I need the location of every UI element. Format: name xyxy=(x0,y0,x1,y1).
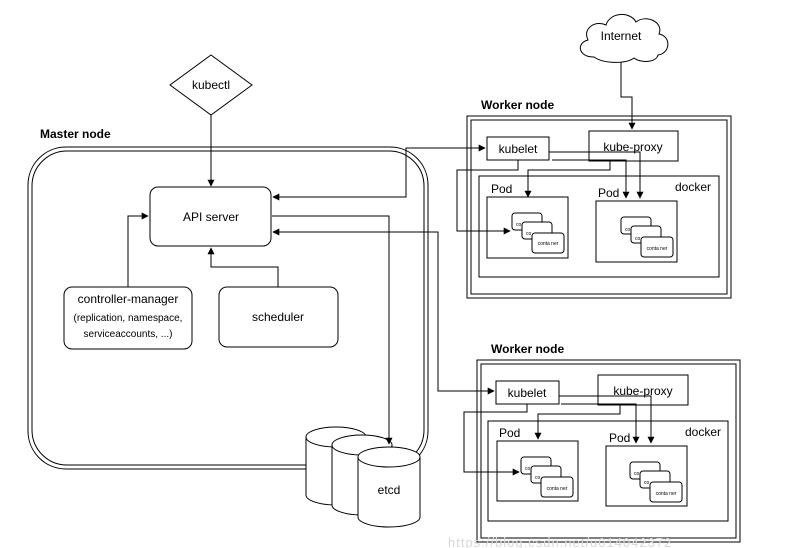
container-stub: co xyxy=(526,231,532,237)
worker-2-pod-a-label: Pod xyxy=(499,426,520,440)
worker-1-kubelet-label: kubelet xyxy=(499,142,538,156)
container-label: conta ner xyxy=(656,491,677,497)
api-server-label: API server xyxy=(183,210,239,224)
worker-node-2-title: Worker node xyxy=(491,342,564,356)
worker-node-2: Worker node kubelet kube-proxy docker Po… xyxy=(476,342,741,543)
kubectl-label: kubectl xyxy=(192,78,230,92)
worker-node-1: Worker node kubelet kube-proxy docker Po… xyxy=(466,98,732,299)
worker-1-pod-b: Pod conta ner co co xyxy=(595,186,678,263)
scheduler-box: scheduler xyxy=(218,286,339,348)
worker-2-pod-b: Pod conta ner co co xyxy=(605,431,688,507)
worker-2-docker-label: docker xyxy=(685,425,721,439)
container-stub: co xyxy=(625,227,631,233)
worker-1-kubelet-box: kubelet xyxy=(486,136,550,161)
container-stub: co xyxy=(635,236,641,242)
controller-manager-detail-2: serviceaccounts, ...) xyxy=(84,329,173,340)
controller-manager-detail-1: (replication, namespace, xyxy=(74,313,183,324)
internet-cloud: Internet xyxy=(579,14,669,63)
worker-1-kube-proxy-box: kube-proxy xyxy=(588,130,679,162)
container-label: conta ner xyxy=(547,486,568,492)
worker-2-kubelet-box: kubelet xyxy=(495,380,560,405)
worker-1-pod-a-label: Pod xyxy=(491,182,512,196)
etcd-cylinders: etcd xyxy=(305,426,421,528)
master-node-title: Master node xyxy=(40,127,111,141)
controller-manager-box: controller-manager (replication, namespa… xyxy=(63,286,193,350)
worker-1-pod-b-label: Pod xyxy=(598,186,619,200)
worker-2-kube-proxy-box: kube-proxy xyxy=(597,374,689,406)
container-label: conta ner xyxy=(647,246,668,252)
worker-2-pod-a: Pod conta ner co co xyxy=(496,426,579,502)
container-label: conta ner xyxy=(538,241,559,247)
worker-1-docker-label: docker xyxy=(675,180,711,194)
worker-2-pod-b-label: Pod xyxy=(609,431,630,445)
container-stub: co xyxy=(525,466,531,472)
container-stub: co xyxy=(535,475,541,481)
edge-controller-api xyxy=(127,212,149,287)
etcd-label: etcd xyxy=(378,483,401,497)
container-stub: co xyxy=(516,222,522,228)
controller-manager-label: controller-manager xyxy=(78,292,179,306)
worker-1-kube-proxy-label: kube-proxy xyxy=(603,140,662,154)
scheduler-label: scheduler xyxy=(252,310,304,324)
edge-internet-kubeproxy xyxy=(620,62,636,130)
connectors xyxy=(127,62,655,476)
internet-label: Internet xyxy=(601,29,642,43)
edge-api-worker2-kubelet xyxy=(272,228,495,395)
worker-node-1-title: Worker node xyxy=(481,98,554,112)
container-stub: co xyxy=(644,480,650,486)
master-node: Master node API server controller-manage… xyxy=(27,127,429,528)
worker-2-kubelet-label: kubelet xyxy=(508,386,547,400)
worker-1-pod-a: Pod conta ner xyxy=(486,182,569,259)
worker-2-kube-proxy-label: kube-proxy xyxy=(613,384,672,398)
kubectl-node: kubectl xyxy=(169,54,253,116)
container-stub: co xyxy=(634,471,640,477)
api-server-box: API server xyxy=(149,186,272,247)
edge-api-worker1-kubelet xyxy=(272,144,486,201)
watermark: https://blog.csdn.net/u014042372 xyxy=(448,535,672,548)
